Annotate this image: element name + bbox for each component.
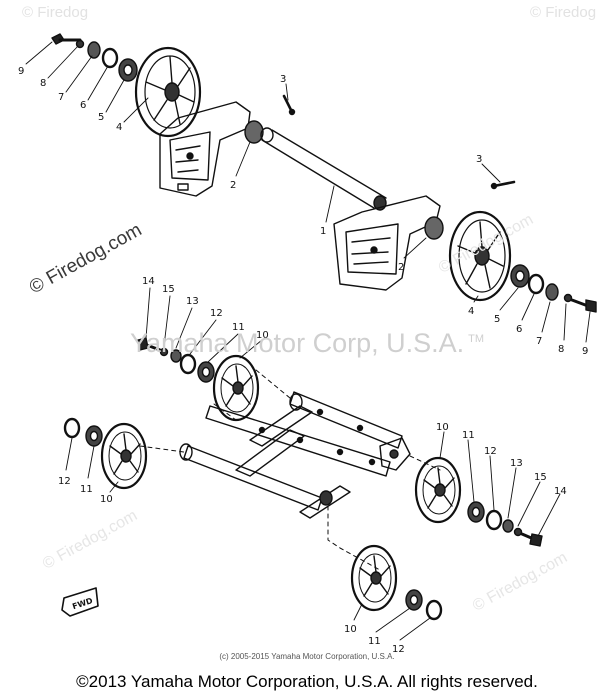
callout-8: 8 [558, 344, 564, 355]
collar-mid-left [170, 349, 182, 363]
callout-9: 9 [582, 346, 588, 357]
fine-print-copyright: (c) 2005-2015 Yamaha Motor Corporation, … [219, 652, 395, 661]
washer-mid-left [159, 347, 169, 357]
bearing-bottom [405, 589, 423, 611]
callout-4: 4 [468, 306, 474, 317]
circlip-lower-left [63, 417, 81, 439]
circlip-mid-left [179, 353, 197, 375]
rail-frame [179, 391, 411, 519]
callout-14: 14 [554, 486, 567, 497]
callout-12: 12 [58, 476, 71, 487]
callout-12: 12 [210, 308, 223, 319]
callout-11: 11 [80, 484, 93, 495]
callout-2: 2 [398, 262, 404, 273]
wheel-upper-left [134, 46, 202, 138]
bolt-left [51, 33, 82, 45]
collar-lower-right [502, 519, 514, 533]
callout-5: 5 [494, 314, 500, 325]
callout-11: 11 [368, 636, 381, 647]
wheel-upper-right [448, 210, 512, 302]
callout-5: 5 [98, 112, 104, 123]
bolt-right [570, 298, 597, 313]
washer-lower-right [513, 527, 523, 537]
bearing-lower-left [85, 425, 103, 447]
circlip-left [101, 47, 119, 69]
circlip-right [527, 273, 545, 295]
callout-12: 12 [392, 644, 405, 655]
callout-7: 7 [58, 92, 64, 103]
bearing-left [118, 58, 138, 82]
callout-7: 7 [536, 336, 542, 347]
callout-11: 11 [462, 430, 475, 441]
circlip-bottom [425, 599, 443, 621]
bearing-mid-left [197, 361, 215, 383]
wheel-bottom [350, 544, 398, 612]
callout-6: 6 [80, 100, 86, 111]
callout-12: 12 [484, 446, 497, 457]
callout-11: 11 [232, 322, 245, 333]
callout-4: 4 [116, 122, 122, 133]
callout-1: 1 [320, 226, 326, 237]
collar-upper-right [424, 216, 444, 240]
callout-10: 10 [100, 494, 113, 505]
footer-copyright: ©2013 Yamaha Motor Corporation, U.S.A. A… [76, 672, 538, 691]
pin-upper [282, 94, 296, 116]
collar-upper-left [244, 120, 264, 144]
callout-2: 2 [230, 180, 236, 191]
fwd-arrow-icon [61, 587, 99, 617]
callout-15: 15 [162, 284, 175, 295]
pin-right [490, 180, 516, 190]
bracket-upper-left [159, 101, 251, 197]
collar-right [545, 283, 559, 301]
watermark-top-right: © Firedog [530, 4, 597, 21]
callout-10: 10 [344, 624, 357, 635]
bolt-lower-right [520, 532, 543, 547]
watermark-main: Yamaha Motor Corp, U.S.A.TM [129, 328, 484, 358]
callout-10: 10 [436, 422, 449, 433]
callout-3: 3 [476, 154, 482, 165]
trademark: TM [468, 333, 484, 345]
callout-13: 13 [510, 458, 523, 469]
leader-lines [25, 41, 591, 641]
wheel-lower-right [414, 456, 462, 524]
wheel-mid-left [212, 354, 260, 422]
wheel-lower-left [100, 422, 148, 490]
callout-8: 8 [40, 78, 46, 89]
callout-labels: 9 8 7 6 5 4 3 2 1 3 2 4 5 6 7 8 9 14 15 … [18, 66, 588, 655]
callout-14: 14 [142, 276, 155, 287]
callout-15: 15 [534, 472, 547, 483]
bolt-mid-left [137, 337, 162, 352]
bracket-upper-right [333, 195, 441, 291]
collar-left [87, 41, 101, 59]
callout-13: 13 [186, 296, 199, 307]
bearing-lower-right [467, 501, 485, 523]
watermark-top-left: © Firedog [22, 4, 89, 21]
callout-9: 9 [18, 66, 24, 77]
callout-10: 10 [256, 330, 269, 341]
callout-6: 6 [516, 324, 522, 335]
callout-3: 3 [280, 74, 286, 85]
washer-right [563, 293, 573, 303]
shaft [260, 127, 387, 211]
bearing-right [510, 264, 530, 288]
circlip-lower-right [485, 509, 503, 531]
